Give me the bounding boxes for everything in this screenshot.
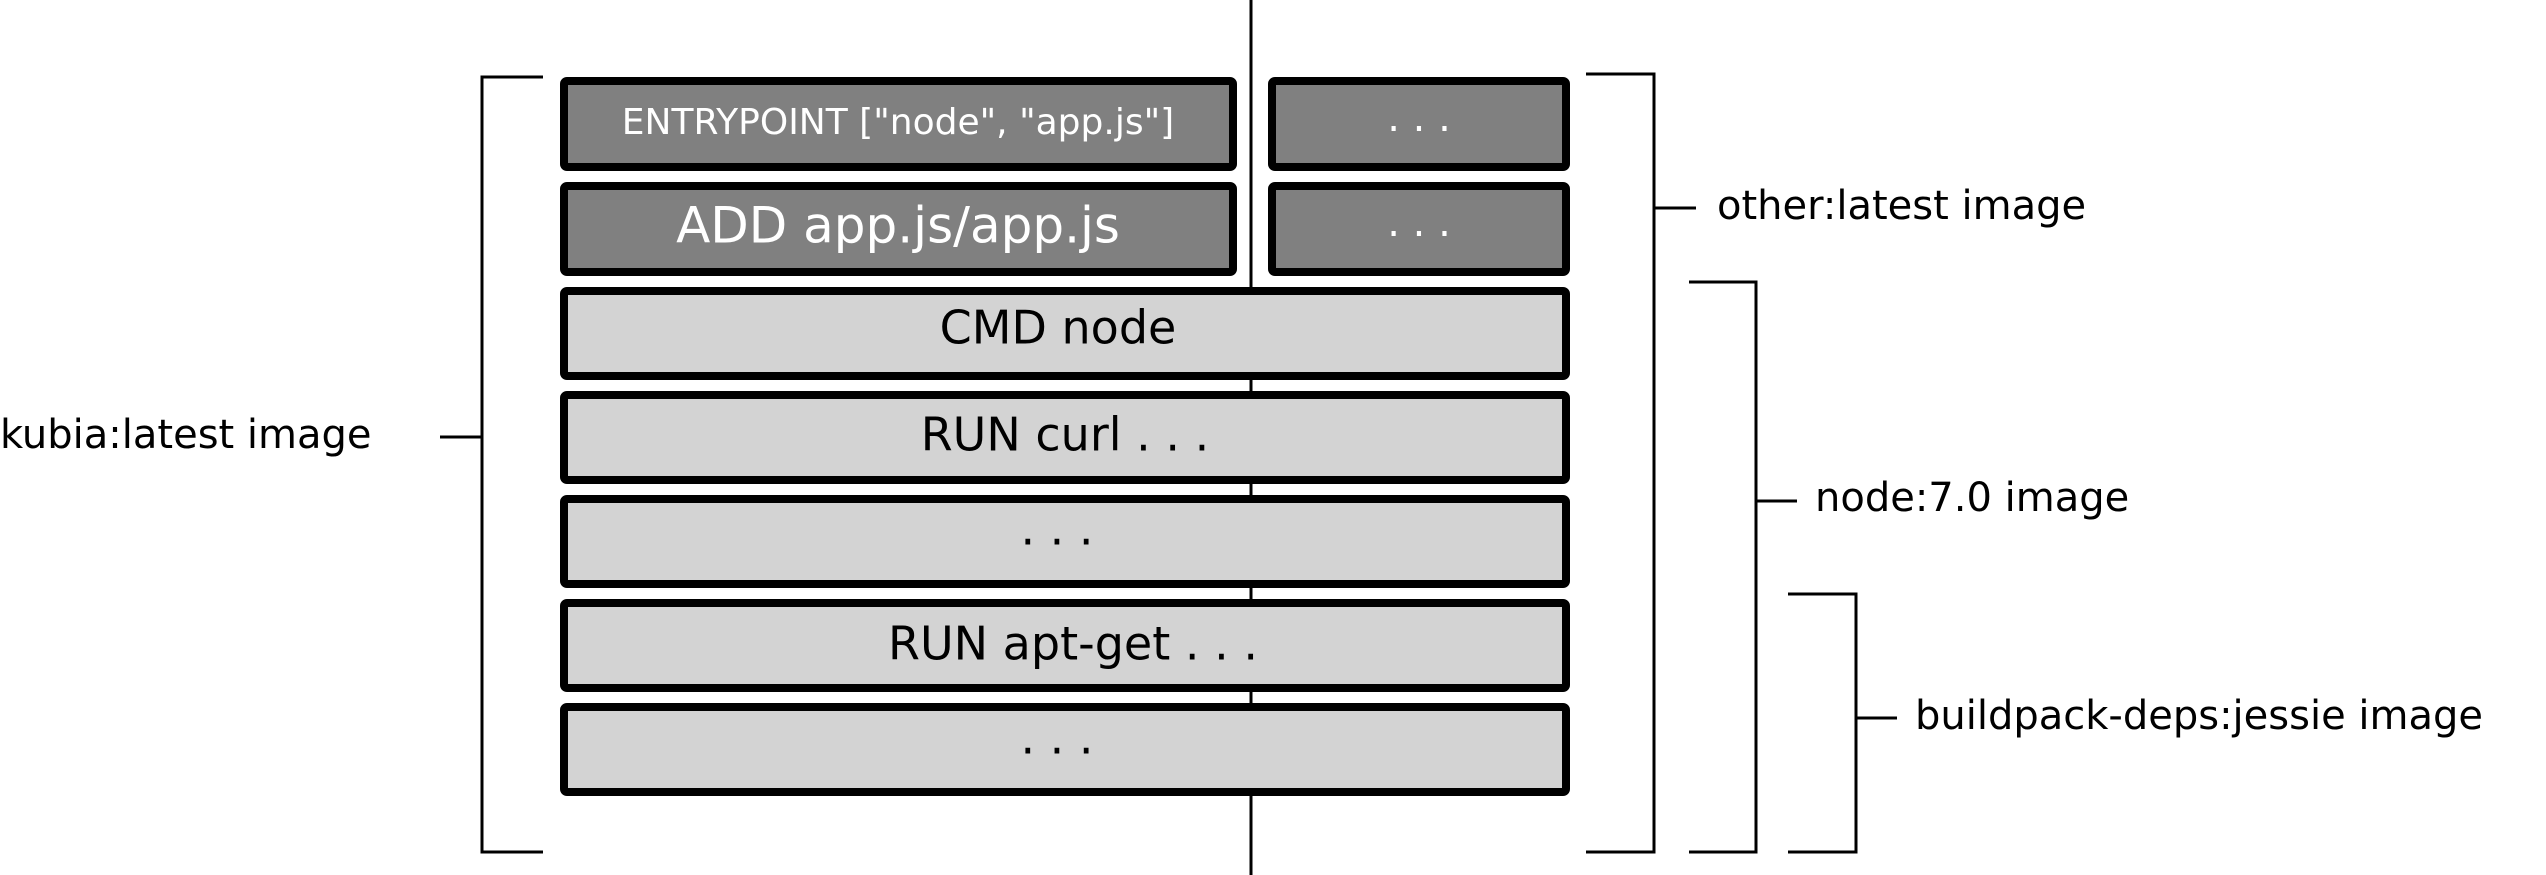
layer-run-apt-get: RUN apt-get . . .	[560, 599, 1570, 692]
layer-run-apt-get-box	[560, 599, 1570, 692]
layer-add-app-label: ADD app.js/app.js	[676, 197, 1120, 255]
buildpack-image-label: buildpack-deps:jessie image	[1915, 693, 2483, 739]
layer-ellipsis-lower-box	[560, 703, 1570, 796]
other-layer-second: . . .	[1268, 182, 1570, 276]
other-layer-second-box	[1268, 182, 1570, 276]
kubia-bracket	[440, 75, 543, 854]
layer-entrypoint: ENTRYPOINT ["node", "app.js"]	[560, 77, 1237, 171]
kubia-image-label: kubia:latest image	[0, 412, 372, 458]
layer-entrypoint-label: ENTRYPOINT ["node", "app.js"]	[622, 102, 1174, 143]
layer-cmd-node: CMD node	[560, 287, 1570, 380]
other-layer-stack: . . . . . .	[1268, 77, 1570, 276]
layer-ellipsis-upper: . . .	[560, 495, 1570, 588]
layer-entrypoint-box	[560, 77, 1237, 171]
layer-run-curl: RUN curl . . .	[560, 391, 1570, 484]
layer-run-curl-label: RUN curl . . .	[921, 408, 1210, 462]
layer-cmd-node-label: CMD node	[940, 301, 1177, 355]
layer-run-apt-get-label: RUN apt-get . . .	[888, 617, 1258, 671]
other-layer-second-label: . . .	[1387, 200, 1451, 246]
other-layer-top-label: . . .	[1387, 95, 1451, 141]
other-bracket	[1586, 72, 1696, 854]
layer-ellipsis-upper-label: . . .	[1020, 502, 1093, 556]
other-image-label: other:latest image	[1717, 183, 2086, 229]
kubia-layer-stack: ENTRYPOINT ["node", "app.js"] ADD app.js…	[560, 77, 1570, 796]
layer-ellipsis-lower: . . .	[560, 703, 1570, 796]
layer-cmd-node-box	[560, 287, 1570, 380]
other-layer-top-box	[1268, 77, 1570, 171]
node-image-label: node:7.0 image	[1815, 475, 2129, 521]
buildpack-bracket	[1788, 592, 1897, 854]
other-layer-top: . . .	[1268, 77, 1570, 171]
layer-add-app-box	[560, 182, 1237, 276]
layer-add-app: ADD app.js/app.js	[560, 182, 1237, 276]
layer-ellipsis-lower-label: . . .	[1020, 711, 1093, 765]
layer-run-curl-box	[560, 391, 1570, 484]
node-bracket	[1689, 280, 1797, 854]
layer-ellipsis-upper-box	[560, 495, 1570, 588]
